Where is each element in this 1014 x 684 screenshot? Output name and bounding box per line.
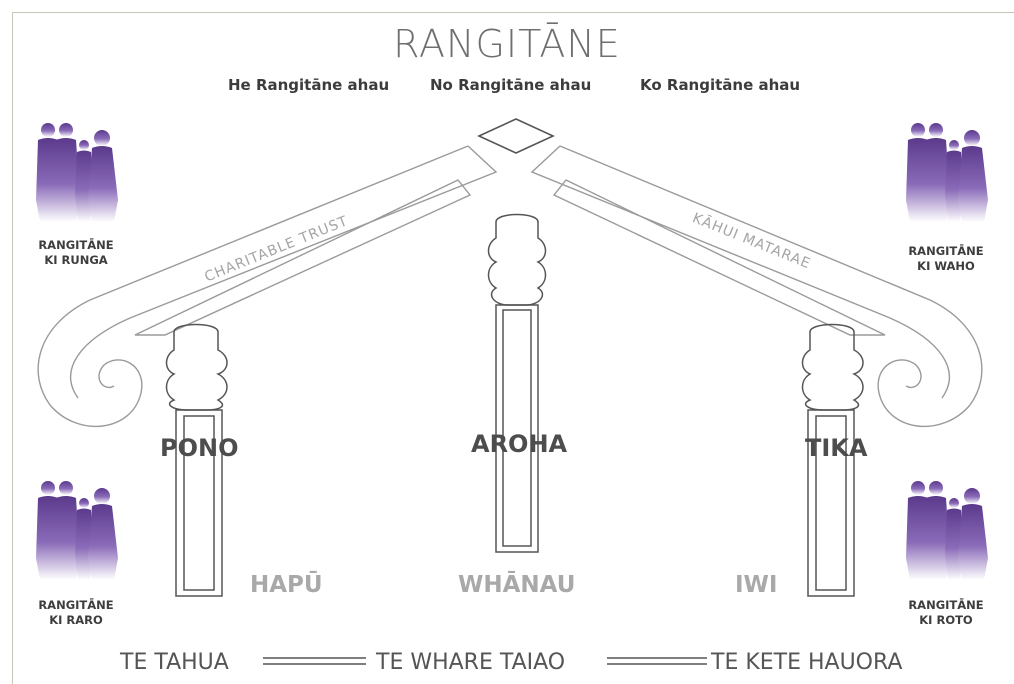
people-icon-bottom-right [906, 481, 988, 580]
people-icon-top-right [906, 123, 988, 222]
right-roof-band [530, 145, 983, 428]
group-label-bottom-left: RANGITĀNE KI RARO [16, 598, 136, 628]
center-post [487, 213, 547, 553]
bottom-label-te-whare-taiao: TE WHARE TAIAO [376, 650, 566, 675]
value-pono: PONO [160, 434, 239, 462]
frame-left-border [12, 12, 13, 684]
left-post [165, 323, 228, 597]
subtitle-no: No Rangitāne ahau [430, 76, 592, 94]
subtitle-ko: Ko Rangitāne ahau [640, 76, 801, 94]
group-label-top-right: RANGITĀNE KI WAHO [886, 244, 1006, 274]
bottom-label-te-kete-hauora: TE KETE HAUORA [711, 650, 903, 675]
group-label-line: RANGITĀNE [908, 598, 984, 612]
roof-label-right: KĀHUI MATARAE [690, 209, 813, 272]
value-aroha: AROHA [471, 430, 568, 458]
group-label-line: RANGITĀNE [908, 244, 984, 258]
level-whanau: WHĀNAU [458, 572, 576, 598]
group-label-line: KI RUNGA [44, 253, 108, 267]
group-label-line: RANGITĀNE [38, 238, 114, 252]
frame-top-border [12, 12, 1014, 13]
bottom-label-te-tahua: TE TAHUA [120, 650, 229, 675]
subtitle-he: He Rangitāne ahau [228, 76, 390, 94]
people-icon-bottom-left [36, 481, 118, 580]
page-title: RANGITĀNE [393, 22, 621, 66]
level-hapu: HAPŪ [250, 572, 323, 598]
people-icon-top-left [36, 123, 118, 222]
level-iwi: IWI [735, 572, 778, 598]
group-label-line: KI ROTO [919, 613, 973, 627]
right-post [801, 323, 864, 597]
group-label-bottom-right: RANGITĀNE KI ROTO [886, 598, 1006, 628]
group-label-line: RANGITĀNE [38, 598, 114, 612]
group-label-top-left: RANGITĀNE KI RUNGA [16, 238, 136, 268]
bottom-connectors [263, 657, 707, 665]
group-label-line: KI WAHO [917, 259, 975, 273]
group-label-line: KI RARO [49, 613, 103, 627]
left-roof-band [37, 145, 498, 428]
value-tika: TIKA [805, 434, 868, 462]
apex-diamond [477, 118, 555, 154]
